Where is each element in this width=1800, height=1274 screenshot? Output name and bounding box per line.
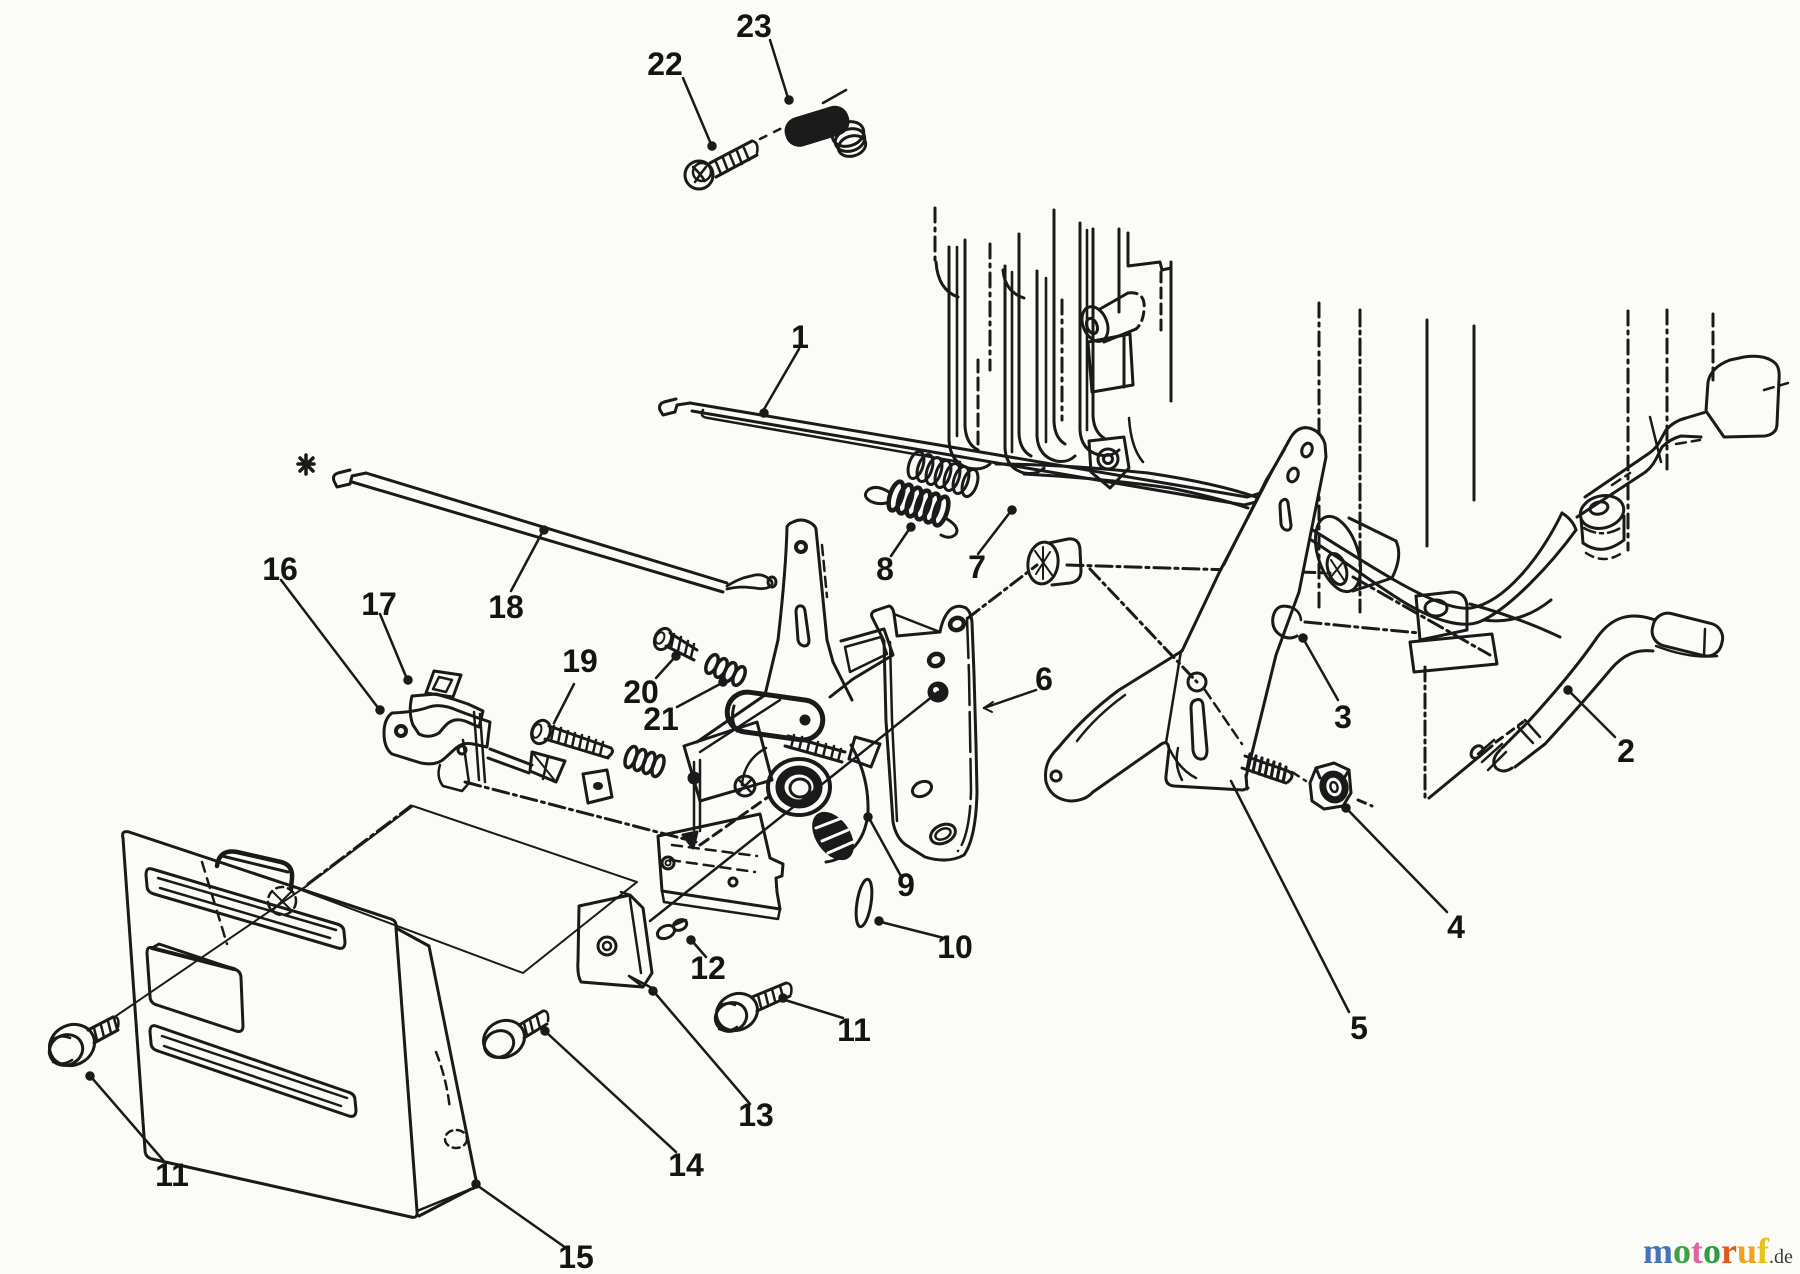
- svg-text:16: 16: [262, 551, 298, 587]
- svg-text:8: 8: [876, 551, 894, 587]
- svg-text:7: 7: [968, 549, 986, 585]
- svg-text:17: 17: [361, 586, 397, 622]
- svg-text:19: 19: [562, 643, 598, 679]
- svg-text:11: 11: [155, 1157, 189, 1193]
- svg-text:3: 3: [1334, 699, 1352, 735]
- svg-text:9: 9: [897, 867, 915, 903]
- svg-text:12: 12: [690, 950, 726, 986]
- svg-text:20: 20: [623, 674, 659, 710]
- svg-text:13: 13: [738, 1097, 774, 1133]
- svg-text:11: 11: [837, 1012, 871, 1048]
- svg-text:10: 10: [937, 929, 973, 965]
- svg-text:6: 6: [1035, 661, 1053, 697]
- svg-text:4: 4: [1447, 909, 1465, 945]
- svg-text:18: 18: [488, 589, 524, 625]
- svg-text:14: 14: [668, 1147, 704, 1183]
- svg-text:2: 2: [1617, 733, 1635, 769]
- svg-text:15: 15: [558, 1239, 594, 1274]
- svg-text:motoruf.de: motoruf.de: [1643, 1231, 1793, 1271]
- svg-text:1: 1: [791, 319, 809, 355]
- svg-text:23: 23: [736, 8, 772, 44]
- svg-text:21: 21: [643, 701, 679, 737]
- svg-text:5: 5: [1350, 1010, 1368, 1046]
- svg-text:22: 22: [647, 46, 683, 82]
